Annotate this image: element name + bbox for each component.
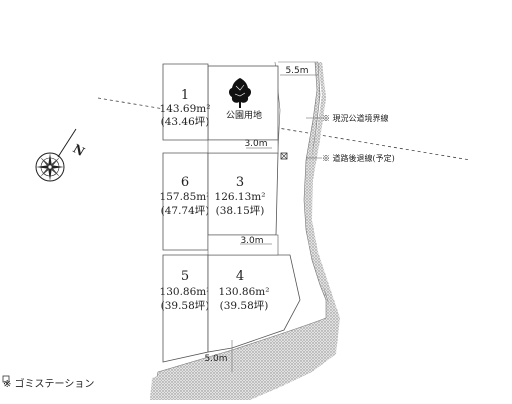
lot-6-area-tsubo: (47.74坪)	[161, 204, 210, 217]
lot-3-area: 126.13m²	[215, 191, 266, 203]
lot-5-area: 130.86m²	[160, 286, 211, 298]
lot-4-area: 130.86m²	[219, 286, 270, 298]
lot-5-number: 5	[181, 269, 189, 284]
lot-4-area-tsubo: (39.58坪)	[220, 299, 269, 312]
road-width-upper-access: 3.0m	[244, 139, 267, 149]
access-strip-lower	[207, 234, 279, 256]
lot-1-number: 1	[181, 88, 189, 103]
lot-3-number: 3	[236, 175, 244, 190]
lot-1-area: 143.69m²	[160, 103, 211, 115]
garbage-station-mark	[280, 152, 288, 160]
compass-north-label: N	[71, 141, 88, 159]
lot-1-area-tsubo: (43.46坪)	[161, 115, 210, 128]
park-label: 公園用地	[226, 109, 262, 121]
legend-garbage-station: ※ ゴミステーション	[3, 377, 94, 390]
lot-6-area: 157.85m²	[160, 191, 211, 203]
tree-icon	[229, 78, 251, 108]
survey-line	[97, 97, 471, 161]
road-width-top-right: 5.5m	[285, 66, 308, 76]
park-lot	[207, 65, 279, 141]
lot-3[interactable]: 3 126.13m² (38.15坪)	[207, 152, 279, 236]
compass-icon	[35, 128, 77, 182]
annotation-line-1: ※ 現況公道境界線	[322, 113, 389, 123]
road-width-bottom: 5.0m	[204, 354, 227, 364]
lot-1[interactable]: 1 143.69m² (43.46坪)	[160, 63, 211, 141]
lot-5-area-tsubo: (39.58坪)	[161, 299, 210, 312]
lot-6-number: 6	[181, 175, 189, 190]
legend-marker-icon	[2, 375, 10, 383]
annotation-line-2: ※ 道路後退線(予定)	[322, 153, 395, 163]
lot-4-number: 4	[236, 269, 244, 284]
access-strip-upper	[207, 139, 279, 154]
lot-6[interactable]: 6 157.85m² (47.74坪)	[160, 152, 211, 251]
lot-3-area-tsubo: (38.15坪)	[216, 204, 265, 217]
road-width-lower-access: 3.0m	[240, 236, 263, 246]
lot-4[interactable]: 4 130.86m² (39.58坪)	[207, 254, 301, 353]
lot-5[interactable]: 5 130.86m² (39.58坪)	[160, 254, 211, 363]
